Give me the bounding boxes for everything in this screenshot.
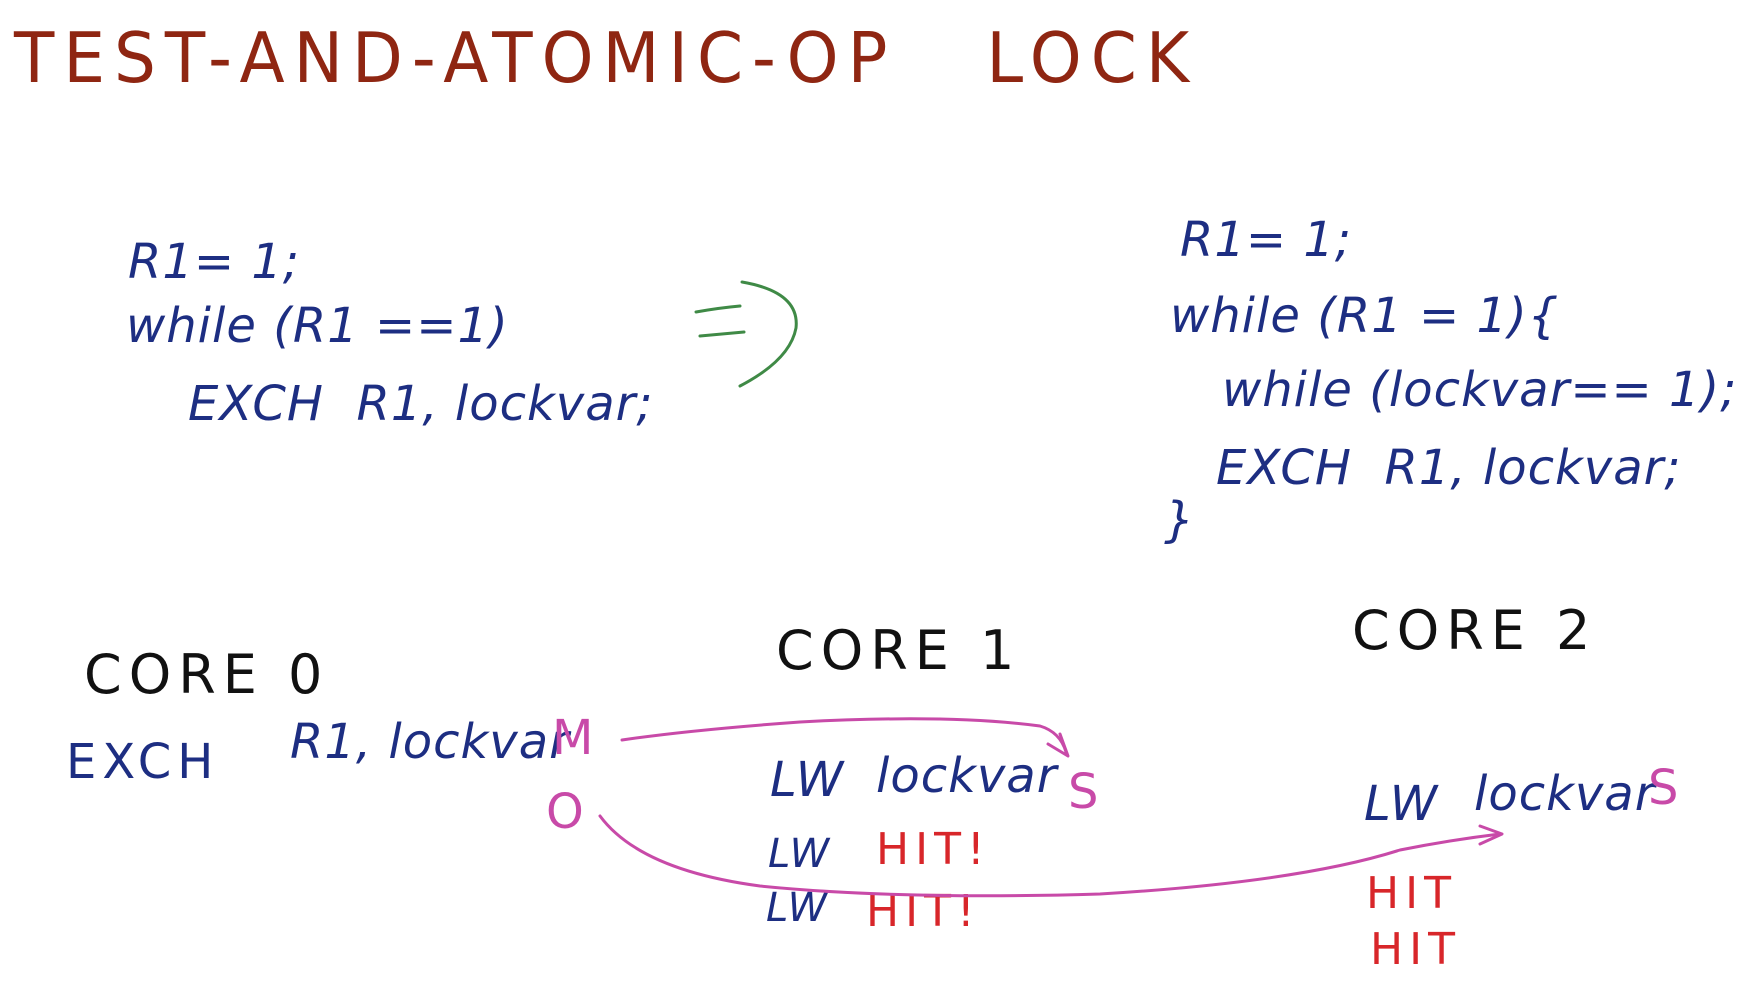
core-1-lw-2: LW	[768, 831, 831, 877]
core-0-exch-op: EXCH	[66, 734, 220, 790]
core-2-lw: LW	[1364, 776, 1439, 832]
core-0-state-m: M	[552, 710, 595, 766]
core-1-hit-2: HIT!	[866, 886, 981, 937]
left-code-line-3: EXCH R1, lockvar;	[188, 376, 654, 432]
page-title: TEST-AND-ATOMIC-OP LOCK	[14, 17, 1199, 99]
core-1-state-s: S	[1068, 764, 1100, 820]
core-0-state-o: O	[546, 784, 585, 840]
core-1-lw-3: LW	[766, 885, 829, 931]
core-0-exch-args: R1, lockvar	[290, 714, 570, 770]
right-code-line-2: while (R1 = 1){	[1170, 288, 1560, 344]
core-1-hit-1: HIT!	[876, 824, 991, 875]
core-2-state-s: S	[1648, 760, 1680, 816]
core-2-hit-2: HIT	[1370, 924, 1461, 975]
left-code-line-2: while (R1 ==1)	[126, 298, 509, 354]
left-code-line-1: R1= 1;	[128, 234, 301, 290]
core-2-lw-arg: lockvar	[1474, 766, 1656, 822]
core-1-label: CORE 1	[776, 619, 1022, 682]
core-1-lw-1-arg: lockvar	[876, 748, 1058, 804]
core-0-label: CORE 0	[84, 643, 330, 706]
core-1-lw-1: LW	[770, 752, 845, 808]
core-2-label: CORE 2	[1352, 599, 1598, 662]
right-code-line-4: EXCH R1, lockvar;	[1216, 440, 1682, 496]
core-2-hit-1: HIT	[1366, 868, 1457, 919]
right-code-line-5: }	[1164, 492, 1196, 548]
right-code-line-3: while (lockvar== 1);	[1222, 362, 1737, 418]
right-code-line-1: R1= 1;	[1180, 212, 1353, 268]
implies-arrow-icon	[694, 280, 798, 388]
